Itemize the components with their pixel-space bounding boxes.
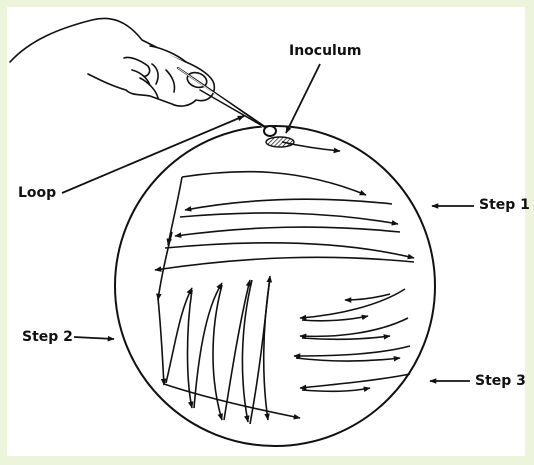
label-pointers bbox=[62, 64, 474, 381]
inoculum-spot bbox=[266, 137, 294, 147]
step3-streaks bbox=[294, 289, 410, 391]
petri-dish bbox=[115, 126, 435, 446]
step1-label: Step 1 bbox=[479, 197, 530, 213]
loop-label: Loop bbox=[18, 185, 56, 201]
step2-label: Step 2 bbox=[22, 329, 73, 345]
hand-icon bbox=[10, 18, 214, 106]
step3-label: Step 3 bbox=[475, 373, 526, 389]
inoculum-label: Inoculum bbox=[289, 43, 361, 59]
